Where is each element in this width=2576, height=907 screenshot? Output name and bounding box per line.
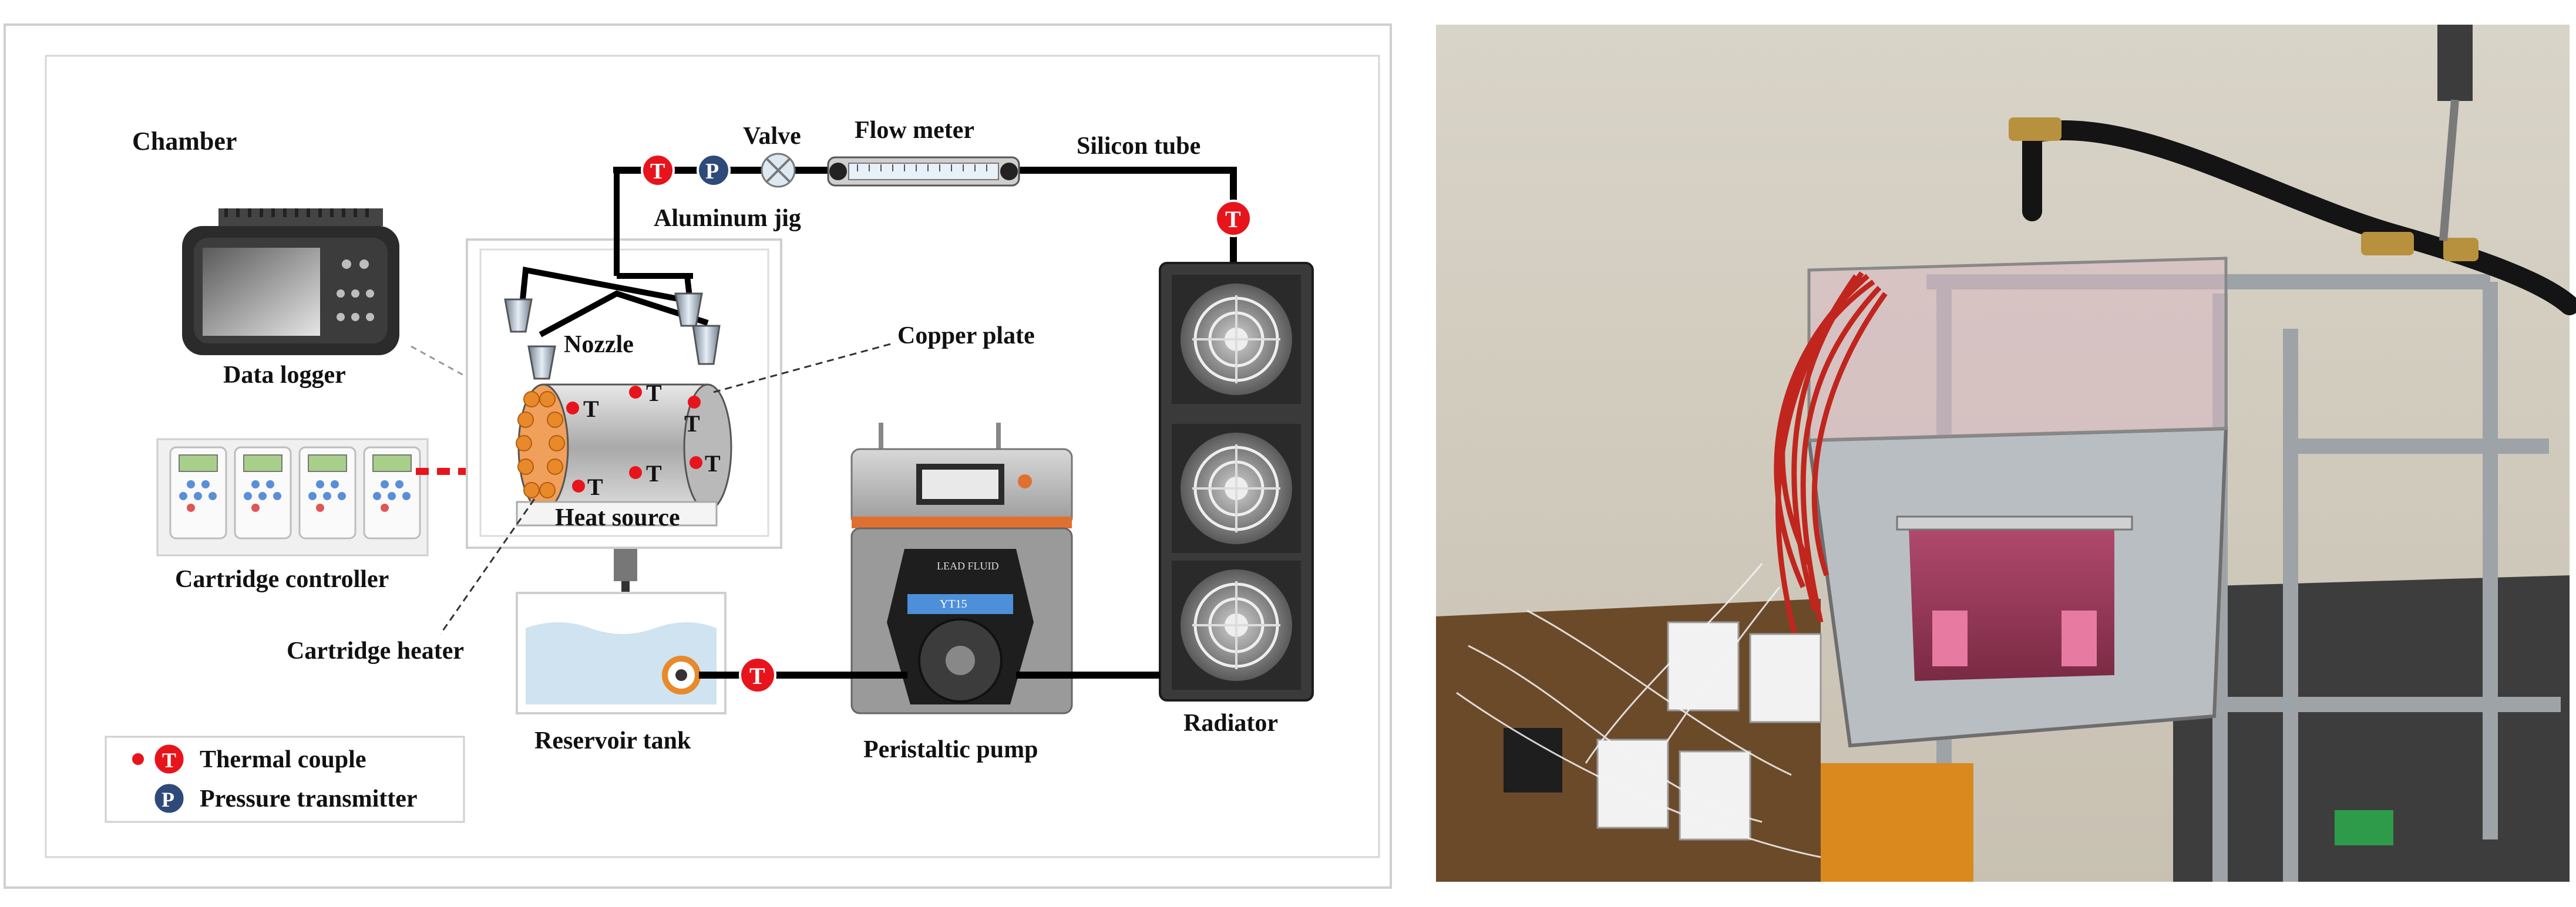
nozzle-label: Nozzle — [564, 331, 634, 358]
svg-text:T: T — [650, 159, 665, 184]
bottom-thermocouple: T — [739, 656, 776, 694]
peristaltic-pump-device: YT15 LEAD FLUID — [850, 423, 1073, 714]
photo-controllers — [1504, 621, 1822, 841]
photo-pressure-sensor — [2437, 25, 2473, 101]
nozzle-3 — [692, 325, 721, 365]
photo-clamp-bar — [1896, 515, 2133, 531]
photo-brass-fittings — [2009, 117, 2479, 261]
radiator-label: Radiator — [1183, 710, 1278, 737]
chamber-label: Chamber — [132, 127, 237, 156]
cartridge-heater-label: Cartridge heater — [287, 638, 464, 665]
svg-text:T: T — [705, 450, 721, 477]
controller-units — [169, 446, 421, 540]
schematic-panel: Chamber Data logger — [4, 23, 1392, 889]
radiator-fans — [1172, 275, 1301, 690]
valve-label: Valve — [743, 123, 801, 150]
svg-text:P: P — [162, 788, 174, 811]
cartridge-controller-label: Cartridge controller — [175, 566, 389, 593]
svg-text:P: P — [705, 159, 719, 184]
top-thermocouple — [641, 153, 675, 187]
copper-plate-lead — [713, 342, 893, 393]
reservoir-tank-device — [516, 549, 727, 714]
thermocouple-points: T T T T T T — [566, 380, 721, 500]
photo-green-board — [2335, 810, 2393, 845]
photo-red-wires — [1774, 271, 1888, 647]
legend: T Thermal couple P Pressure transmitter — [105, 736, 465, 823]
svg-text:T: T — [1225, 206, 1241, 232]
reservoir-tank-label: Reservoir tank — [534, 727, 691, 754]
svg-text:T: T — [162, 748, 176, 772]
photo-thin-wires — [1456, 563, 1821, 858]
cartridge-heater-ends — [516, 391, 565, 498]
svg-text:T: T — [587, 474, 603, 500]
photo-orange-box — [1821, 763, 1973, 882]
legend-thermal-couple: Thermal couple — [200, 746, 366, 773]
photo-black-hose — [2022, 120, 2576, 315]
heat-source-label: Heat source — [555, 504, 680, 531]
valve-symbol — [761, 153, 796, 188]
photo-heater-block-left — [1932, 611, 1968, 666]
data-logger-label: Data logger — [223, 362, 346, 389]
photo-sensor-tube — [2439, 99, 2459, 241]
svg-text:LEAD FLUID: LEAD FLUID — [937, 560, 999, 572]
cartridge-heater-lead — [439, 498, 536, 635]
svg-text:YT15: YT15 — [940, 598, 967, 611]
photo-panel — [1436, 25, 2576, 882]
photo-heater-block-right — [2062, 611, 2097, 666]
svg-text:T: T — [749, 663, 765, 689]
photo-floor-right — [2173, 575, 2570, 882]
svg-text:T: T — [646, 460, 662, 487]
top-sensors: T P — [641, 153, 731, 187]
radiator-inlet-thermocouple: T — [1215, 200, 1252, 237]
photo-acrylic-chamber — [1807, 257, 2228, 442]
legend-pressure-transmitter: Pressure transmitter — [200, 785, 418, 812]
copper-plate-cylinder — [516, 383, 732, 527]
flow-meter-label: Flow meter — [855, 117, 974, 144]
copper-plate-label: Copper plate — [897, 322, 1035, 349]
silicon-tube-label: Silicon tube — [1077, 133, 1200, 160]
peristaltic-pump-label: Peristaltic pump — [863, 736, 1038, 763]
data-logger-device — [182, 208, 399, 355]
svg-text:T: T — [646, 380, 662, 406]
svg-text:T: T — [684, 410, 700, 437]
pressure-transmitter-symbol — [697, 153, 731, 187]
nozzles — [504, 292, 721, 380]
aluminum-jig-label: Aluminum jig — [654, 205, 801, 232]
radiator-device — [1159, 262, 1314, 702]
cartridge-controller-device — [156, 438, 429, 557]
nozzle-4 — [527, 345, 556, 380]
svg-text:T: T — [583, 396, 599, 422]
nozzle-1 — [504, 298, 533, 333]
flow-meter-symbol — [827, 156, 1020, 187]
